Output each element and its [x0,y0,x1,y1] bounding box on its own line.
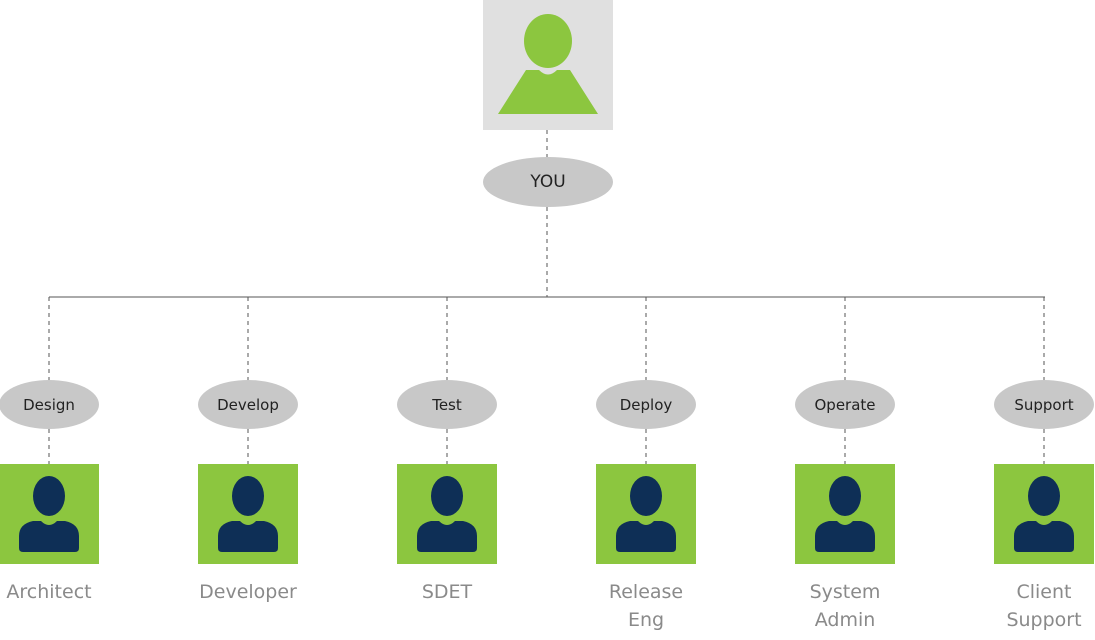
person-avatar-box [198,464,298,564]
person-title: Client Support [1006,581,1082,631]
person-title: SDET [421,581,473,603]
you-avatar-box [483,0,613,130]
role-node: Test [397,380,497,429]
person-icon [498,14,598,114]
person-title: Developer [199,581,297,603]
person-icon [417,476,477,552]
person-avatar-box [994,464,1094,564]
person-title: Architect [6,581,92,603]
person-icon [19,476,79,552]
person-avatar-box [397,464,497,564]
person-title: System Admin [809,581,881,631]
person-avatar-box [596,464,696,564]
person-avatar-box [0,464,99,564]
role-node: Support [994,380,1094,429]
person-icon [616,476,676,552]
you-node: YOU [483,157,613,207]
person-avatar-box [795,464,895,564]
role-node: Operate [795,380,895,429]
person-title: Release Eng [608,581,684,631]
role-node: Design [0,380,99,429]
person-icon [1014,476,1074,552]
role-node: Deploy [596,380,696,429]
role-node: Develop [198,380,298,429]
person-icon [218,476,278,552]
person-icon [815,476,875,552]
